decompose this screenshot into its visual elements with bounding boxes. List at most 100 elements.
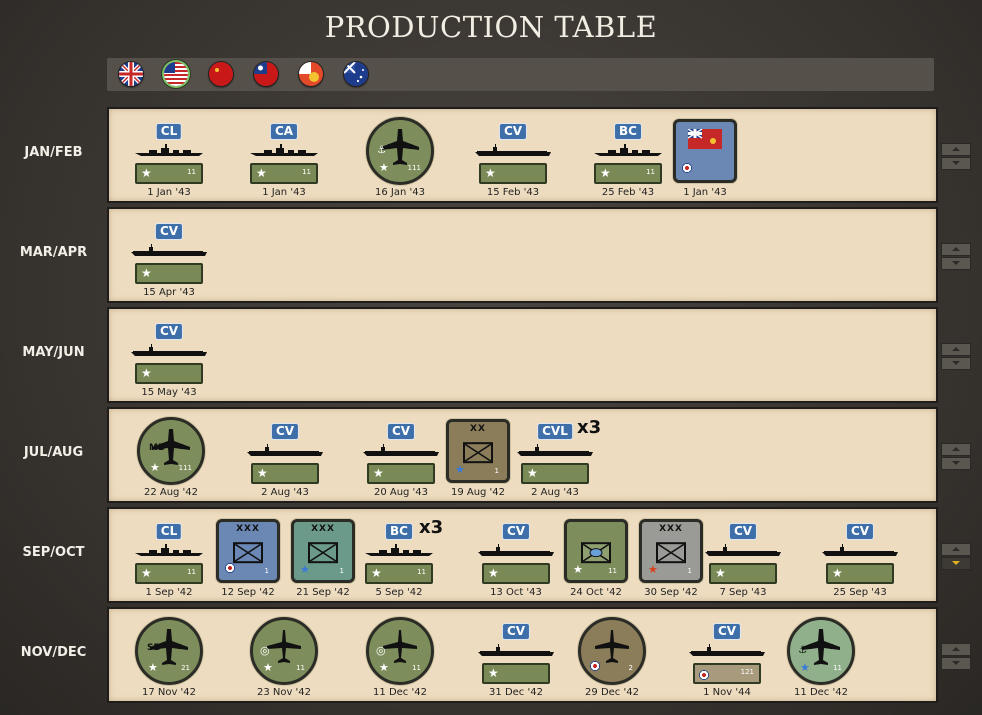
- unit-strength-bar: 121: [693, 663, 761, 684]
- unit-arrival-date: 2 Aug '43: [261, 487, 309, 498]
- star-icon: ★: [379, 161, 389, 174]
- unit-uk-infantry-corps[interactable]: XXX 1 12 Sep '42: [208, 511, 288, 598]
- unit-arrival-date: 1 Jan '43: [683, 187, 727, 198]
- star-icon: ★: [485, 166, 496, 180]
- unit-class-label: SB: [147, 643, 161, 653]
- scroll-down-button[interactable]: [941, 657, 971, 670]
- usa-flag-icon[interactable]: [164, 62, 188, 86]
- unit-type-tag: CV: [712, 623, 742, 640]
- unit-arrival-date: 1 Jan '43: [147, 187, 191, 198]
- unit-type-tag: CV: [270, 423, 300, 440]
- scroll-down-button[interactable]: [941, 457, 971, 470]
- unit-light-carrier[interactable]: CVL ★ 2 Aug '43: [515, 411, 595, 498]
- scroll-down-button[interactable]: [941, 557, 971, 570]
- unit-carrier[interactable]: CV ★ 31 Dec '42: [476, 611, 556, 698]
- unit-carrier[interactable]: CV ★ 25 Sep '43: [820, 511, 900, 598]
- unit-carrier[interactable]: CV ★ 13 Oct '43: [476, 511, 556, 598]
- unit-carrier[interactable]: CV ★ 15 Feb '43: [473, 111, 553, 198]
- unit-carrier[interactable]: CV ★ 15 May '43: [129, 311, 209, 398]
- unit-pips: 11: [646, 168, 655, 176]
- unit-pips: 1: [494, 467, 499, 475]
- scroll-up-button[interactable]: [941, 243, 971, 256]
- unit-type-tag: CV: [154, 223, 184, 240]
- carrier-icon: [363, 444, 439, 458]
- unit-arrival-date: 25 Feb '43: [601, 187, 655, 198]
- scroll-down-button[interactable]: [941, 257, 971, 270]
- unit-battlecruiser[interactable]: BC ★11 5 Sep '42: [359, 511, 439, 598]
- ussr-flag-icon[interactable]: [209, 62, 233, 86]
- star-icon: ★: [141, 566, 152, 580]
- carrier-icon: [705, 544, 781, 558]
- row-label-sep-oct: SEP/OCT: [22, 545, 85, 560]
- unit-pips: 11: [412, 664, 421, 672]
- unit-fighter[interactable]: ◎ ★ 11 11 Dec '42: [360, 611, 440, 698]
- cruiser-icon: [365, 544, 433, 558]
- air-unit-disc: ⚓ ★ 11: [787, 617, 855, 685]
- unit-naval-bomber[interactable]: ⚓ ★ 11 11 Dec '42: [781, 611, 861, 698]
- unit-counter: XXX ★ 1: [291, 519, 355, 583]
- nation-flag-bar: [107, 58, 934, 91]
- unit-class-label: MB: [149, 443, 165, 453]
- scroll-down-button[interactable]: [941, 357, 971, 370]
- scroll-up-button[interactable]: [941, 443, 971, 456]
- scroll-up-button[interactable]: [941, 343, 971, 356]
- australia-flag-icon[interactable]: [344, 62, 368, 86]
- unit-airborne-unit[interactable]: ★ 11 24 Oct '42: [556, 511, 636, 598]
- infantry-icon: [463, 442, 493, 464]
- unit-carrier[interactable]: CV ★ 20 Aug '43: [361, 411, 441, 498]
- air-unit-disc: 2: [578, 617, 646, 685]
- unit-arrival-date: 7 Sep '43: [719, 587, 767, 598]
- star-icon: ★: [141, 366, 152, 380]
- row-label-nov-dec: NOV/DEC: [20, 645, 87, 660]
- unit-medium-bomber[interactable]: MB ★ 111 22 Aug '42: [131, 411, 211, 498]
- unit-uk-fighter[interactable]: 2 29 Dec '42: [572, 611, 652, 698]
- unit-light-cruiser[interactable]: CL ★11 1 Jan '43: [129, 111, 209, 198]
- carrier-icon: [689, 644, 765, 658]
- roundel-icon: [225, 563, 235, 576]
- unit-arrival-date: 31 Dec '42: [489, 687, 543, 698]
- row-label-mar-apr: MAR/APR: [19, 245, 88, 260]
- unit-type-tag: BC: [385, 523, 413, 540]
- star-icon: ★: [257, 466, 268, 480]
- unit-type-tag: CV: [498, 123, 528, 140]
- production-row-sep-oct: CL ★11 1 Sep '42 XXX 1 12 Sep '42 XXX ★ …: [107, 507, 938, 603]
- unit-battlecruiser[interactable]: BC ★11 25 Feb '43: [588, 111, 668, 198]
- unit-soviet-infantry-corps[interactable]: XXX ★ 1 30 Sep '42: [631, 511, 711, 598]
- unit-fighter[interactable]: ◎ ★ 11 23 Nov '42: [244, 611, 324, 698]
- unit-us-infantry-corps[interactable]: XXX ★ 1 21 Sep '42: [283, 511, 363, 598]
- star-icon: ★: [150, 461, 160, 474]
- unit-carrier[interactable]: CV ★ 7 Sep '43: [703, 511, 783, 598]
- uk-flag-icon[interactable]: [119, 62, 143, 86]
- unit-arrival-date: 15 May '43: [141, 387, 197, 398]
- scroll-down-button[interactable]: [941, 157, 971, 170]
- unit-arrival-date: 25 Sep '43: [833, 587, 887, 598]
- unit-carrier[interactable]: CV ★ 15 Apr '43: [129, 211, 209, 298]
- unit-infantry-division[interactable]: XX ★ 1 19 Aug '42: [438, 411, 518, 498]
- unit-arrival-date: 30 Sep '42: [644, 587, 698, 598]
- unit-arrival-date: 12 Sep '42: [221, 587, 275, 598]
- unit-naval-bomber[interactable]: ⚓ ★ 111 16 Jan '43: [360, 111, 440, 198]
- unit-pips: 11: [296, 664, 305, 672]
- unit-strategic-bomber[interactable]: SB ★ 21 17 Nov '42: [129, 611, 209, 698]
- unit-type-tag: CL: [155, 523, 183, 540]
- nationalist-flag-icon[interactable]: [299, 62, 323, 86]
- star-icon: ★: [256, 166, 267, 180]
- unit-size-label: XXX: [659, 524, 683, 534]
- unit-arrival-date: 11 Dec '42: [373, 687, 427, 698]
- china-flag-icon[interactable]: [254, 62, 278, 86]
- unit-carrier[interactable]: CV ★ 2 Aug '43: [245, 411, 325, 498]
- unit-uk-carrier[interactable]: CV 121 1 Nov '44: [687, 611, 767, 698]
- row-scroll-jan-feb: [941, 143, 971, 170]
- scroll-up-button[interactable]: [941, 643, 971, 656]
- unit-heavy-cruiser[interactable]: CA ★11 1 Jan '43: [244, 111, 324, 198]
- scroll-up-button[interactable]: [941, 143, 971, 156]
- star-icon: ★: [371, 566, 382, 580]
- scroll-up-button[interactable]: [941, 543, 971, 556]
- unit-arrival-date: 1 Jan '43: [262, 187, 306, 198]
- airborne-icon: [581, 542, 611, 564]
- unit-uk-hq[interactable]: 1 Jan '43: [665, 111, 745, 198]
- unit-type-tag: CV: [845, 523, 875, 540]
- unit-pips: 21: [181, 664, 190, 672]
- star-icon: ★: [263, 661, 273, 674]
- unit-light-cruiser[interactable]: CL ★11 1 Sep '42: [129, 511, 209, 598]
